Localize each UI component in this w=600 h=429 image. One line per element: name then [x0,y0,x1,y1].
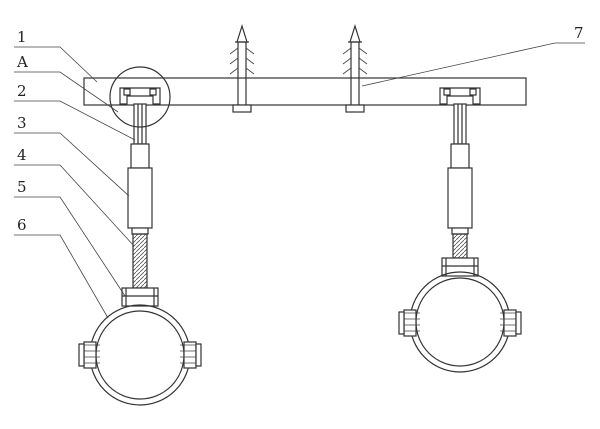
right-clamp-lug-right [500,309,522,337]
left-upper-rod [133,103,147,145]
anchor-bolt-right [342,23,368,113]
callout-label-6: 6 [17,216,27,234]
left-sleeve [127,167,153,229]
left-threaded-rod [132,233,148,289]
right-threaded-rod [452,233,468,259]
detail-circle-a [109,66,171,128]
left-pipe-ring-inner [95,310,185,400]
right-clamp-head [441,257,479,277]
left-clamp-lug-left [78,341,100,369]
callout-label-a: A [16,53,28,71]
callout-label-2: 2 [17,82,27,100]
callout-label-4: 4 [17,146,27,164]
leader-lines [14,42,585,319]
callout-label-5: 5 [17,178,27,196]
callout-label-3: 3 [17,114,27,132]
right-pipe-ring-outer [409,271,511,373]
right-clamp-lug-left [398,309,420,337]
left-clamp-lug-right [180,341,202,369]
anchor-bolt-left [229,23,255,113]
callout-label-7: 7 [574,24,584,42]
right-sleeve [447,167,473,229]
right-upper-rod [453,103,467,145]
right-pipe-ring-inner [415,277,505,367]
left-pipe-ring-outer [89,304,191,406]
callout-label-1: 1 [17,28,27,46]
right-hanger [398,87,522,373]
left-clamp-head [121,287,159,307]
left-hanger [78,87,202,406]
